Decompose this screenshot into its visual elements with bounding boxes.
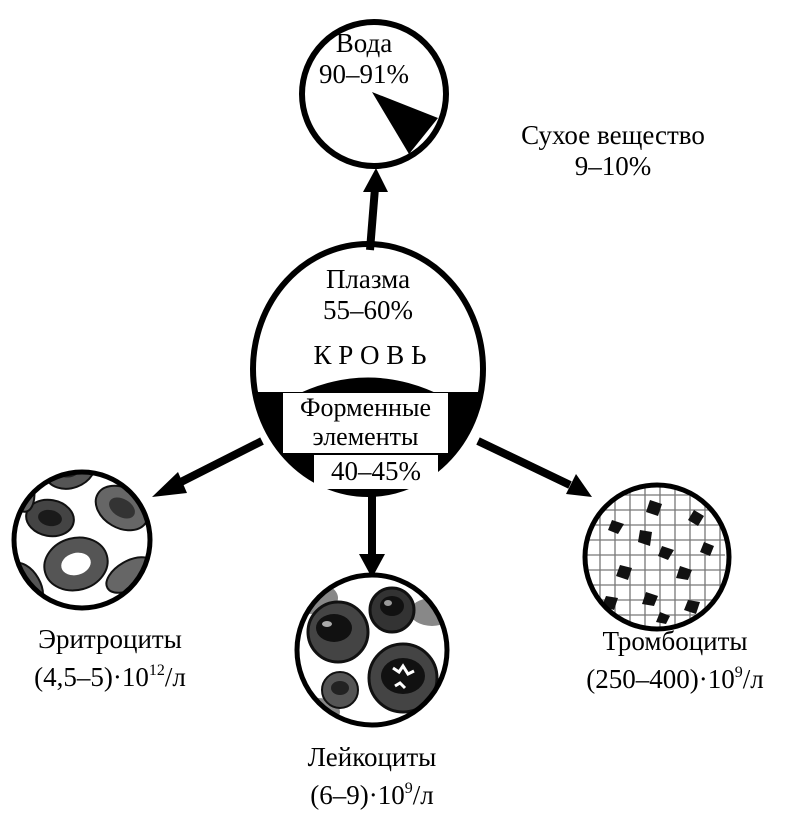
- leukocytes-circle: [286, 575, 454, 726]
- formed-elements-label: Форменные элементы: [283, 393, 448, 451]
- formed-elements-value: 40–45%: [314, 456, 438, 487]
- erythrocytes-circle: [2, 440, 160, 612]
- dry-matter-name: Сухое вещество: [488, 120, 738, 151]
- water-name: Вода: [304, 28, 424, 59]
- erythrocytes-label: Эритроциты (4,5–5)·1012/л: [10, 620, 210, 696]
- thrombocytes-label: Тромбоциты (250–400)·109/л: [566, 622, 784, 698]
- formed-elements-line1: Форменные: [283, 393, 448, 422]
- arrow-to-erythrocytes: [152, 441, 262, 497]
- water-label: Вода 90–91%: [304, 28, 424, 90]
- blood-title: К Р О В Ь: [270, 340, 470, 371]
- leukocytes-name: Лейкоциты: [282, 738, 462, 776]
- arrow-to-water: [363, 168, 388, 250]
- dry-matter-label: Сухое вещество 9–10%: [488, 120, 738, 182]
- plasma-label: Плазма 55–60%: [278, 264, 458, 326]
- leukocytes-label: Лейкоциты (6–9)·109/л: [282, 738, 462, 814]
- thrombocytes-value: (250–400)·109/л: [566, 660, 784, 698]
- erythrocytes-name: Эритроциты: [10, 620, 210, 658]
- thrombocytes-circle: [585, 485, 729, 630]
- thrombocytes-name: Тромбоциты: [566, 622, 784, 660]
- white-blood-cell-4: [322, 672, 358, 708]
- water-value: 90–91%: [304, 59, 424, 90]
- plasma-value: 55–60%: [278, 295, 458, 326]
- leukocytes-value: (6–9)·109/л: [282, 776, 462, 814]
- arrow-to-thrombocytes: [478, 441, 592, 497]
- arrow-to-leukocytes: [359, 495, 385, 578]
- white-blood-cell-2: [370, 588, 414, 632]
- white-blood-cell-1: [308, 602, 368, 662]
- plasma-name: Плазма: [278, 264, 458, 295]
- dry-matter-value: 9–10%: [488, 151, 738, 182]
- erythrocytes-value: (4,5–5)·1012/л: [10, 658, 210, 696]
- formed-elements-line2: элементы: [283, 422, 448, 451]
